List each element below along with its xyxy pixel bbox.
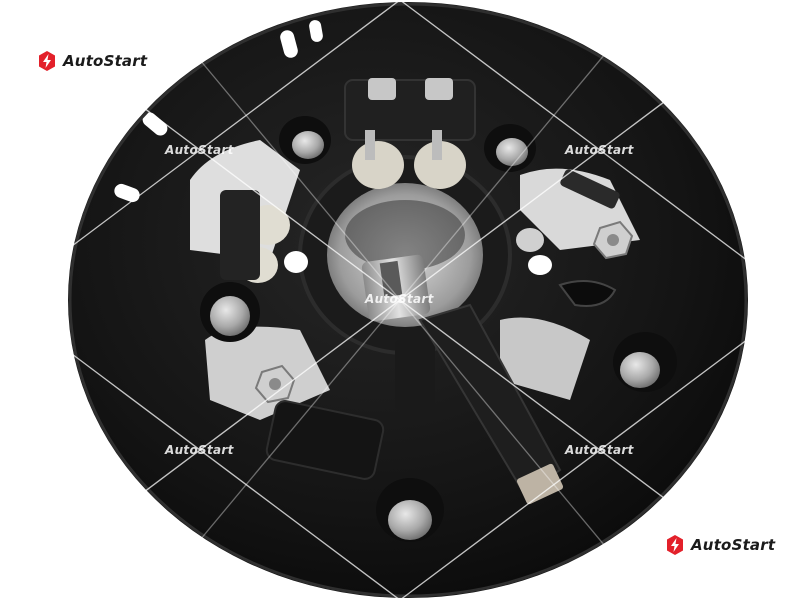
watermark-text: AutoStart [365,292,434,306]
brand-logo-icon [39,51,55,71]
watermark-text: AutoStart [165,143,234,157]
brand-logo-text: AutoStart [63,52,148,70]
brand-logo-text: AutoStart [691,536,776,554]
watermark-text: AutoStart [165,443,234,457]
brand-logo-icon [667,535,683,555]
watermark-text: AutoStart [565,143,634,157]
brand-logo-bottom-right: AutoStart [664,534,775,556]
watermark-text: AutoStart [565,443,634,457]
brand-logo-top-left: AutoStart [36,50,147,72]
